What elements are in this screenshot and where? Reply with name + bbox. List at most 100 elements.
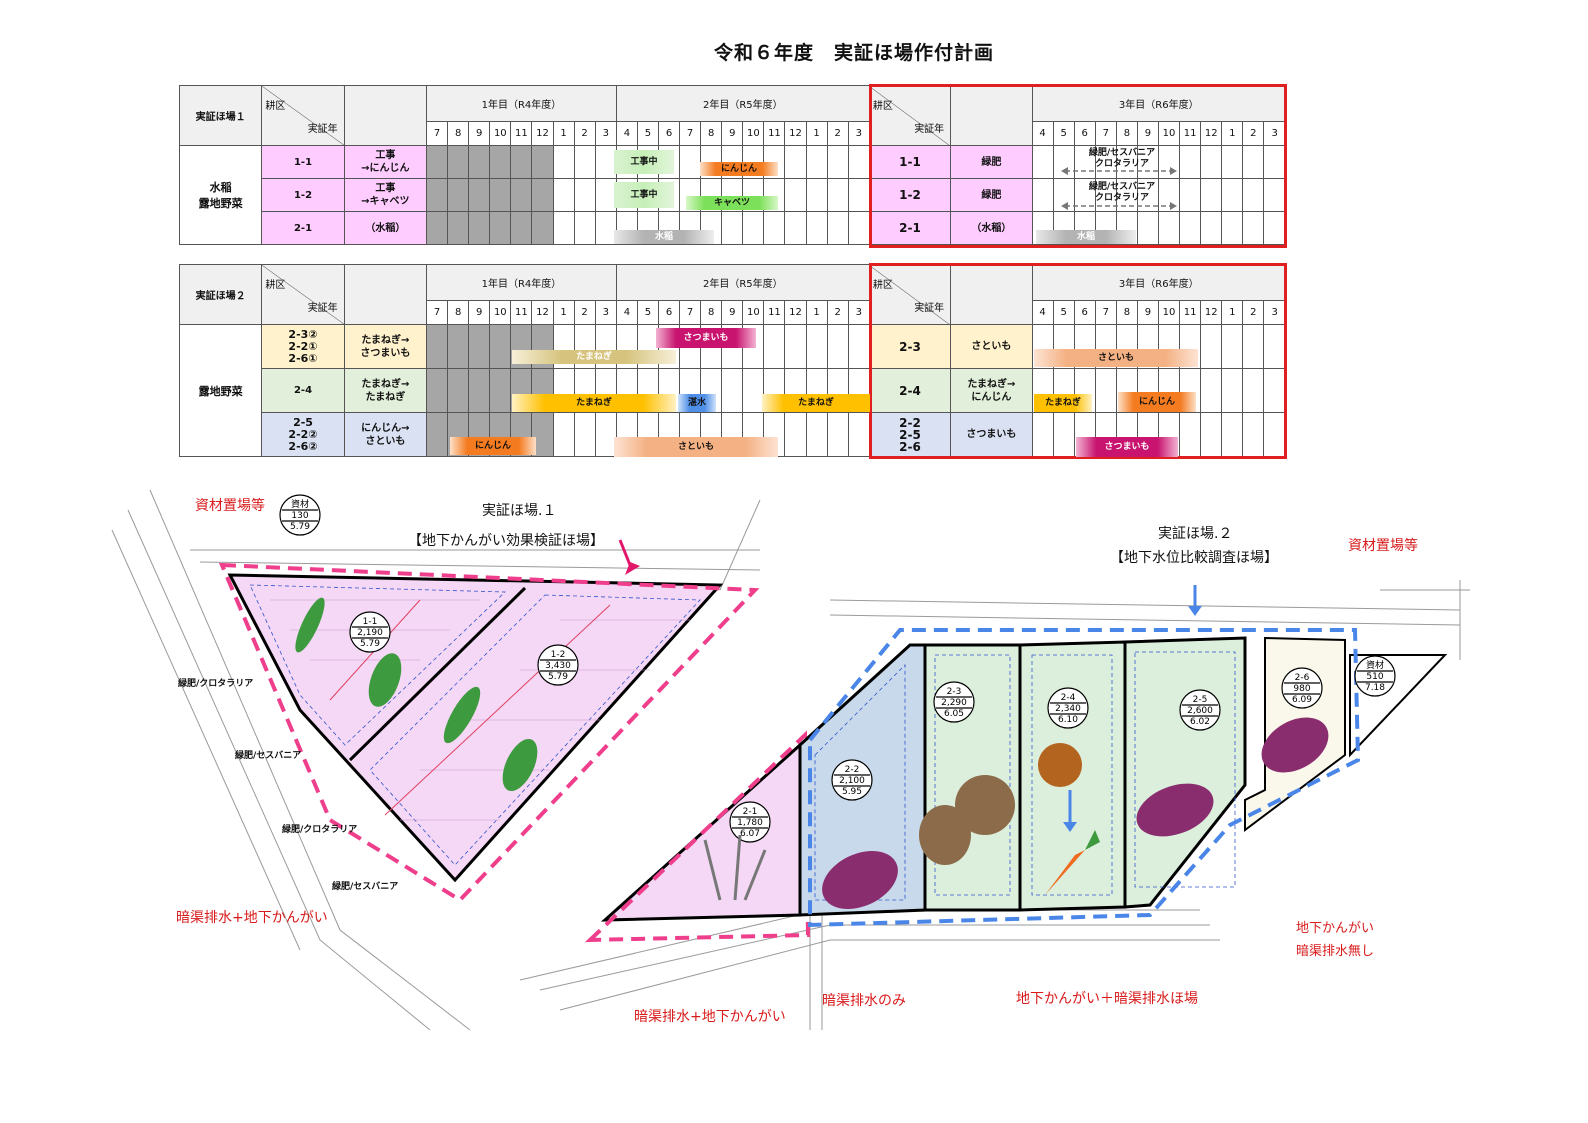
month-cell: 10 <box>742 300 765 325</box>
category-label: 水稲 露地野菜 <box>178 145 263 245</box>
schedule-cell <box>510 145 533 179</box>
month-cell: 12 <box>531 300 554 325</box>
header-blank-y3 <box>950 264 1033 325</box>
month-cell: 5 <box>636 300 660 325</box>
month-cell: 2 <box>1242 300 1265 325</box>
plot-id-text: 1-1 <box>363 617 378 627</box>
plot-elevation-text: 6.09 <box>1292 695 1312 705</box>
month-cell: 12 <box>784 300 807 325</box>
crop-name: 工事 →にんじん <box>343 145 428 179</box>
schedule-cell <box>1200 368 1223 413</box>
schedule-cell <box>1263 368 1286 413</box>
schedule-cell <box>426 211 449 245</box>
irrigation-drain-field-label: 地下かんがい＋暗渠排水ほ場 <box>1016 991 1198 1007</box>
green-manure-label: 緑肥/セスバニア <box>235 751 302 761</box>
schedule-cell <box>426 412 449 457</box>
crop-name: たまねぎ→ さつまいも <box>343 324 428 369</box>
schedule-cell <box>531 178 554 212</box>
plot-area-text: 2,340 <box>1055 704 1081 714</box>
crop-name-y3: 緑肥 <box>950 145 1033 179</box>
plot-area-text: 510 <box>1366 672 1383 682</box>
schedule-cell <box>447 145 470 179</box>
bar-satoimo1: さといも <box>614 437 778 457</box>
header-diagonal: 実証年耕区 <box>261 264 345 325</box>
schedule-cell <box>489 324 512 369</box>
schedule-cell <box>426 145 449 179</box>
schedule-cell <box>847 178 870 212</box>
plot-id-y3: 2-4 <box>868 368 952 413</box>
month-cell: 7 <box>1094 121 1117 146</box>
plot-id: 2-4 <box>261 368 345 413</box>
plot-elevation-text: 6.02 <box>1190 717 1210 727</box>
green-manure-label: 緑肥/クロタラリア <box>282 825 358 835</box>
schedule-cell <box>826 412 849 457</box>
schedule-cell <box>1179 178 1202 212</box>
drain-irrigation-label: 暗渠排水+地下かんがい <box>634 1009 786 1025</box>
schedule-cell <box>573 178 596 212</box>
green-manure-label: 緑肥/クロタラリア <box>178 679 254 689</box>
schedule-cell <box>784 145 807 179</box>
plot-elevation-text: 7.18 <box>1365 683 1385 693</box>
schedule-cell <box>805 412 828 457</box>
road-lines <box>111 489 1470 1031</box>
month-cell: 2 <box>1242 121 1265 146</box>
schedule-cell <box>1200 211 1223 245</box>
planting-table-field2: 実証ほ場２ 実証年耕区 1年目（R4年度） 2年目（R5年度） 実証年耕区 3年… <box>178 264 1287 457</box>
rice-icon <box>703 834 767 901</box>
taro-icon <box>919 775 1015 865</box>
schedule-cell <box>552 412 575 457</box>
month-cell: 10 <box>1157 300 1181 325</box>
crop-name-y3: 緑肥 <box>950 178 1033 212</box>
month-cell: 10 <box>489 300 512 325</box>
schedule-cell <box>573 412 596 457</box>
plot-area-text: 2,290 <box>941 698 967 708</box>
schedule-cell <box>1052 412 1075 457</box>
page-title: 令和６年度 実証ほ場作付計画 <box>713 42 994 64</box>
plot-area-text: 2,190 <box>357 628 383 638</box>
month-cell: 3 <box>847 121 870 146</box>
crop-name: 工事 →キャベツ <box>343 178 428 212</box>
schedule-cell <box>1221 211 1244 245</box>
month-cell: 6 <box>1073 121 1096 146</box>
schedule-cell <box>1242 211 1265 245</box>
month-cell: 9 <box>721 300 744 325</box>
month-cell: 11 <box>510 300 533 325</box>
plot-id-y3: 1-2 <box>868 178 952 212</box>
no-drain-label: 暗渠排水無し <box>1296 944 1375 959</box>
field1-subtitle: 【地下かんがい効果検証ほ場】 <box>408 533 604 549</box>
plot-elevation-text: 6.05 <box>944 709 964 719</box>
schedule-cell <box>763 324 786 369</box>
schedule-cell <box>1263 211 1286 245</box>
onion-icon <box>1038 743 1082 787</box>
plot-area-text: 130 <box>291 511 308 521</box>
schedule-cell <box>594 412 617 457</box>
bar-ryokuhi2: 緑肥/セスバニア クロタラリア <box>1088 182 1156 203</box>
schedule-cell <box>1242 368 1265 413</box>
crop-name-y3: さつまいも <box>950 412 1033 457</box>
month-cell: 2 <box>573 300 596 325</box>
schedule-cell <box>805 178 828 212</box>
plot-elevation-text: 5.95 <box>842 787 862 797</box>
month-cell: 9 <box>721 121 744 146</box>
plot-2-3-area <box>923 643 1022 912</box>
plot-id-text: 資材 <box>291 498 309 510</box>
leaf-icon <box>295 597 538 792</box>
schedule-cell <box>805 145 828 179</box>
month-cell: 8 <box>1115 121 1138 146</box>
schedule-cell <box>510 211 533 245</box>
schedule-cell <box>826 324 849 369</box>
month-cell: 5 <box>1052 300 1075 325</box>
schedule-cell <box>784 324 807 369</box>
header-blank <box>343 85 428 146</box>
bar-satsumaimo1: さつまいも <box>656 328 756 348</box>
schedule-cell <box>1263 412 1286 457</box>
schedule-cell <box>489 178 512 212</box>
month-cell: 11 <box>1179 300 1202 325</box>
storage-label-left: 資材置場等 <box>195 498 265 514</box>
schedule-cell <box>1031 412 1054 457</box>
